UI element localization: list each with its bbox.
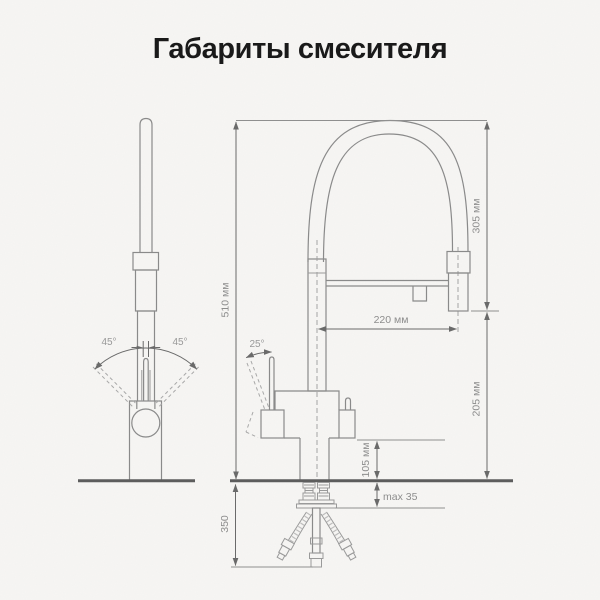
hose-left-edge2 bbox=[293, 513, 313, 545]
side-view-drawing: 25° bbox=[219, 119, 513, 568]
hose-right-connector bbox=[338, 537, 357, 561]
lever-slot bbox=[141, 370, 151, 401]
dim-total-height-label: 510 мм bbox=[220, 283, 232, 318]
swing-left-label: 45° bbox=[101, 337, 116, 348]
swing-right-dashed bbox=[155, 363, 199, 408]
hose-right-braid bbox=[322, 512, 344, 544]
spray-head-body bbox=[447, 272, 469, 312]
lower-body bbox=[128, 400, 163, 480]
hose-right-edge2 bbox=[320, 513, 340, 545]
filter-lever bbox=[344, 397, 352, 410]
hose-left-edge1 bbox=[288, 511, 307, 541]
spout-tube bbox=[139, 117, 153, 253]
head-clip bbox=[412, 286, 428, 302]
swing-right-label: 45° bbox=[172, 337, 187, 348]
filter-valve-box bbox=[338, 409, 356, 439]
column bbox=[136, 310, 156, 402]
dimension-annotations: 510 мм 305 мм 205 мм 220 мм 105 мм max 3… bbox=[219, 120, 499, 568]
support-arm bbox=[326, 279, 449, 287]
swing-left-dashed bbox=[92, 363, 137, 408]
lever-handle bbox=[143, 357, 149, 401]
hose-right-edge1 bbox=[326, 511, 345, 541]
dim-mount-label: max 35 bbox=[383, 491, 418, 503]
pipe-joint bbox=[310, 537, 323, 545]
handle-box bbox=[260, 409, 285, 439]
hose-inner bbox=[322, 133, 454, 263]
dim-spout-height-label: 305 мм bbox=[471, 199, 483, 234]
dim-reach-label: 220 мм bbox=[374, 314, 409, 326]
dim-body-step-label: 105 мм bbox=[360, 443, 372, 478]
hose-left-connector bbox=[276, 537, 295, 561]
center-arrow-left bbox=[136, 345, 143, 350]
thread-hatch bbox=[304, 484, 329, 497]
pipe-tip bbox=[310, 558, 322, 568]
front-view-drawing: 45° 45° bbox=[78, 117, 199, 483]
center-arrow-right bbox=[148, 345, 156, 350]
ball-joint bbox=[131, 408, 161, 438]
dim-head-counter-label: 205 мм bbox=[471, 382, 483, 417]
mounting-hardware bbox=[276, 482, 357, 568]
handle-tilt-arc bbox=[245, 349, 273, 359]
center-tick bbox=[131, 341, 161, 357]
base bbox=[284, 437, 339, 480]
body-block bbox=[274, 390, 340, 410]
handle-angle-label: 25° bbox=[249, 339, 264, 350]
dim-hose-drop-label: 350 bbox=[219, 515, 231, 533]
swing-arc bbox=[94, 347, 198, 370]
hose-left-braid bbox=[289, 512, 311, 544]
